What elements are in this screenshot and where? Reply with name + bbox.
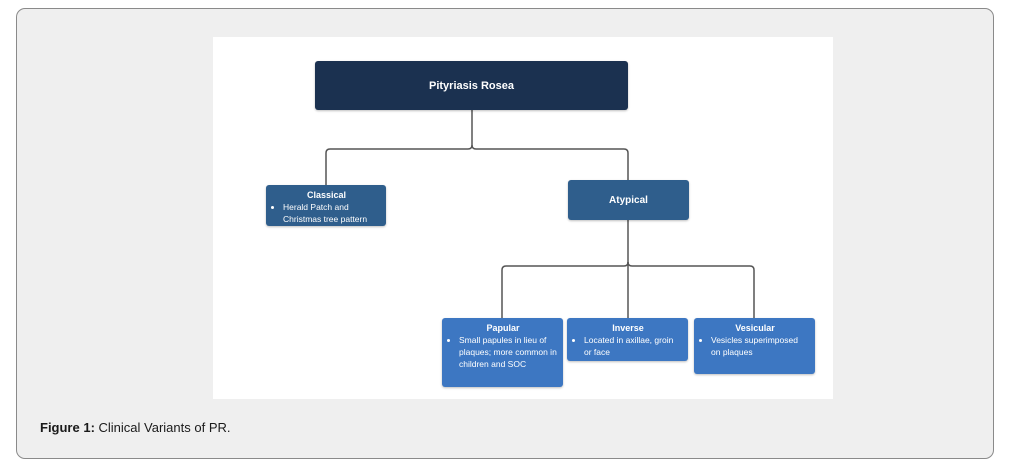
papular-title: Papular [486, 323, 520, 333]
caption-text: Clinical Variants of PR. [94, 420, 231, 435]
root-node: Pityriasis Rosea [315, 61, 628, 110]
caption-label: Figure 1: [40, 420, 95, 435]
figure-caption: Figure 1: Clinical Variants of PR. [40, 420, 231, 435]
classical-node: Classical Herald Patch and Christmas tre… [266, 185, 386, 226]
connector-to-vesicular [627, 261, 755, 318]
flowchart: Pityriasis Rosea Classical Herald Patch … [213, 37, 833, 399]
papular-bullet: Small papules in lieu of plaques; more c… [459, 334, 557, 370]
vesicular-node: Vesicular Vesicles superimposed on plaqu… [694, 318, 815, 374]
connector-lines [325, 110, 755, 318]
inverse-bullet: Located in axillae, groin or face [584, 334, 682, 358]
atypical-node: Atypical [568, 180, 689, 220]
root-label: Pityriasis Rosea [429, 79, 514, 92]
vesicular-bullet: Vesicles superimposed on plaques [711, 334, 809, 358]
atypical-label: Atypical [609, 194, 648, 206]
connector-to-atypical [471, 144, 629, 180]
papular-node: Papular Small papules in lieu of plaques… [442, 318, 563, 387]
vesicular-title: Vesicular [735, 323, 775, 333]
figure-frame: Pityriasis Rosea Classical Herald Patch … [16, 8, 994, 459]
classical-bullet: Herald Patch and Christmas tree pattern [283, 201, 380, 225]
connector-to-papular [501, 261, 629, 318]
connector-level1-bar [325, 144, 473, 185]
inverse-node: Inverse Located in axillae, groin or fac… [567, 318, 688, 361]
inverse-title: Inverse [612, 323, 644, 333]
classical-title: Classical [306, 190, 347, 200]
